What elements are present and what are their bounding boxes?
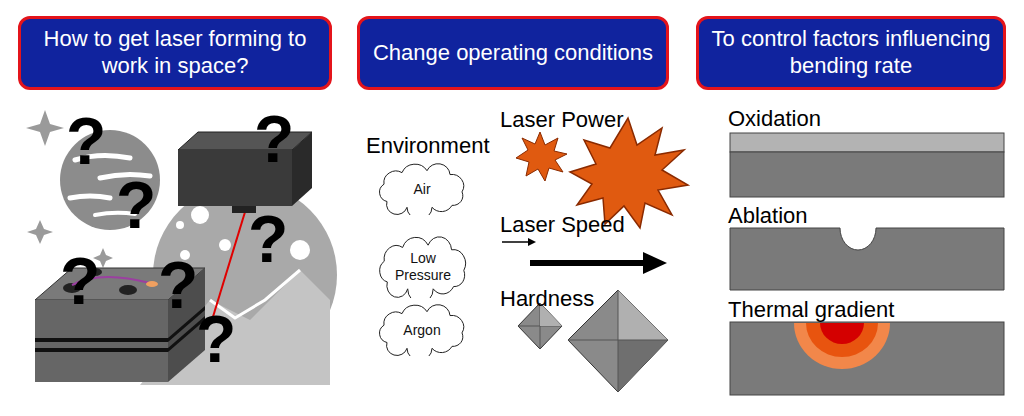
diamond-facet: [618, 290, 668, 340]
heated-plate: [730, 322, 1004, 395]
arrowhead: [643, 252, 667, 274]
heat-zone-mid: [806, 323, 878, 357]
question-mark: ?: [254, 106, 294, 172]
machine-stripe: [35, 348, 168, 352]
question-mark: ?: [66, 108, 106, 174]
header-text: How to get laser forming to work in spac…: [31, 26, 319, 80]
question-mark: ?: [60, 248, 100, 314]
section-label: Thermal gradient: [728, 298, 894, 322]
star: [26, 110, 64, 146]
environment-cloud: Low Pressure: [372, 236, 474, 298]
section-label: Laser Power: [500, 108, 624, 132]
machine-front: [35, 300, 168, 382]
question-mark: ?: [158, 252, 198, 318]
power-burst-large: [570, 118, 688, 228]
crater: [290, 240, 310, 260]
crater: [219, 239, 231, 251]
heat-zone-outer: [794, 323, 890, 369]
heat-zone-core: [820, 323, 864, 344]
knob: [119, 285, 137, 295]
question-mark: ?: [196, 306, 236, 372]
substrate: [730, 152, 1004, 197]
workpiece-spot: [146, 281, 158, 287]
ablated-plate: [730, 228, 1004, 290]
cloud-text: Argon: [403, 322, 440, 339]
header-text: To control factors influencing bending r…: [709, 26, 993, 80]
arrowhead: [528, 238, 536, 246]
cloud-text: Air: [413, 181, 430, 198]
section-label: Oxidation: [728, 107, 821, 131]
speed-arrow-small: [502, 241, 530, 243]
header-box: How to get laser forming to work in spac…: [18, 16, 332, 90]
laser-head-side: [292, 132, 312, 206]
cloud-path: [380, 237, 466, 298]
question-mark: ?: [248, 206, 288, 272]
question-mark: ?: [116, 172, 156, 238]
planet-stripe: [70, 196, 110, 198]
header-text: Change operating conditions: [373, 40, 653, 67]
section-label: Laser Speed: [500, 213, 625, 237]
cloud-path: [380, 164, 464, 215]
section-label: Hardness: [500, 287, 594, 311]
laser-beam: [212, 212, 245, 320]
section-label: Environment: [366, 134, 490, 158]
crater: [176, 221, 184, 229]
star: [27, 220, 53, 244]
section-label: Ablation: [728, 204, 808, 228]
header-box: Change operating conditions: [357, 16, 669, 90]
environment-cloud: Argon: [372, 304, 472, 356]
cloud-path: [380, 305, 464, 356]
crater: [191, 206, 209, 224]
machine-stripe: [35, 338, 168, 342]
header-box: To control factors influencing bending r…: [696, 16, 1006, 90]
speed-arrow-large: [530, 260, 645, 266]
power-burst-small: [516, 132, 567, 181]
diamond-facet: [618, 340, 668, 392]
oxide-layer: [730, 133, 1004, 152]
cloud-text: Low Pressure: [387, 250, 459, 284]
environment-cloud: Air: [372, 163, 472, 215]
